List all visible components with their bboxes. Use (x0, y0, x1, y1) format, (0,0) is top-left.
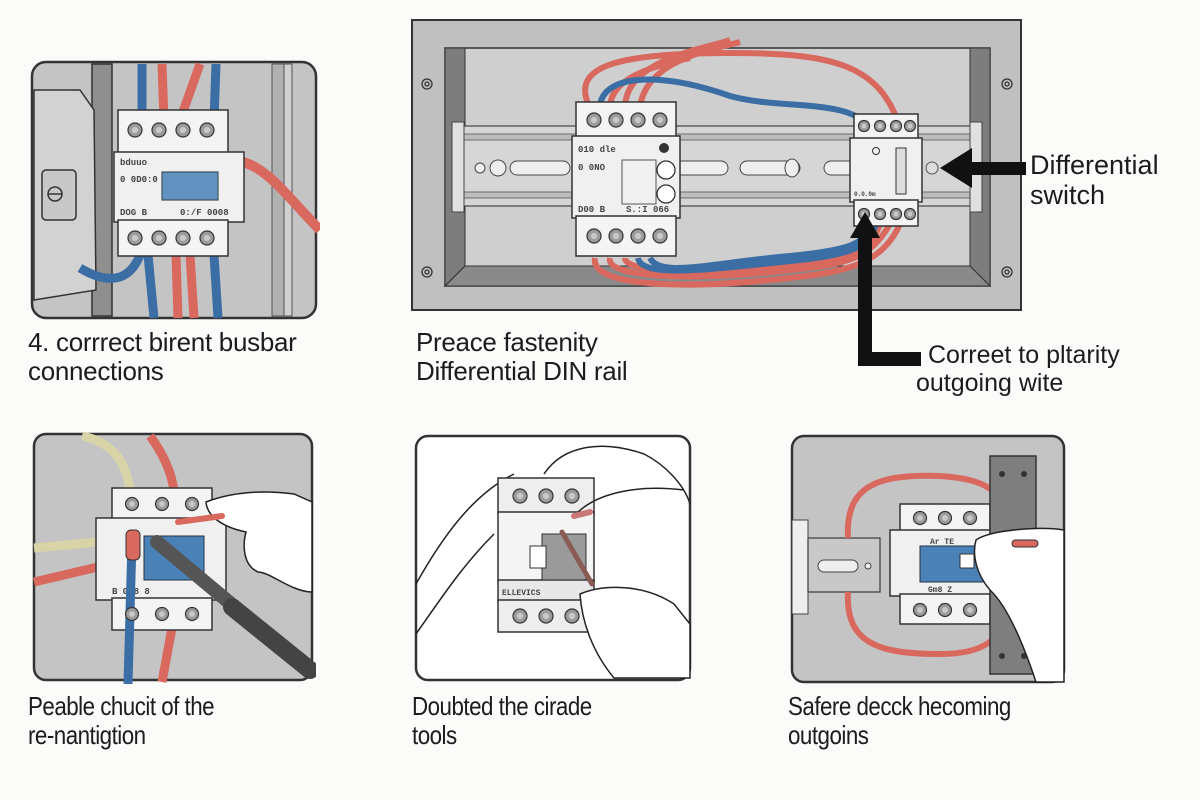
device-label: S.:I 066 (626, 205, 669, 215)
wire-red (185, 254, 199, 319)
wire-cream (80, 432, 135, 493)
callout-line: Correet to pltarity (928, 341, 1120, 369)
panel-re-nantigtion: B Gu8 8 (32, 432, 316, 684)
device-label: 0 0NO (578, 163, 606, 173)
caption-line: outgoins (788, 720, 869, 750)
din-rail-illustration: 010 dle 0 0NO D00 B S.:I 066 0.0.0m (411, 19, 1022, 311)
corner-screw-icon (1004, 269, 1010, 275)
wire-red (32, 562, 100, 587)
callout-differential-switch: Differential switch (1030, 150, 1159, 210)
caption-busbar: 4. corrrect birent busbar connections (28, 328, 297, 386)
device-label: bduuo (120, 158, 147, 168)
panel-safe-check: Ar TE Gm8 Z (790, 434, 1066, 684)
device-label: 0.0.0m (854, 191, 876, 198)
device-label: 0:/F 0008 (180, 208, 229, 218)
corner-screw-icon (421, 78, 433, 90)
device-label: 0 0D0:0 (120, 175, 158, 185)
caption-line: Peable chucit of the (28, 691, 215, 721)
caption-line: Preace fastenity (416, 327, 598, 357)
test-probe-clip (125, 529, 141, 561)
corner-screw-icon (424, 81, 430, 87)
probe (1011, 539, 1039, 548)
rail-screw (925, 161, 939, 175)
caption-line: Doubted the cirade (412, 691, 592, 721)
corner-screw-icon (1001, 78, 1013, 90)
caption-line: Differential DIN rail (416, 356, 628, 386)
arrow-outgoing-wire (850, 212, 921, 366)
wire-red (157, 627, 177, 683)
wire-blue (77, 253, 145, 283)
wire-red (146, 433, 179, 493)
caption-safe-check: Safere decck hecoming outgoins (788, 692, 1011, 750)
caption-line: 4. corrrect birent busbar (28, 327, 297, 357)
device-label: Ar TE (930, 538, 954, 547)
panel-tools: ELLEVICS (414, 434, 692, 684)
housing-latch (41, 169, 77, 221)
hand (579, 586, 691, 679)
arrow-differential-switch (940, 148, 1026, 188)
hand (205, 491, 313, 593)
device-label: Gm8 Z (928, 586, 952, 595)
rail-end (791, 519, 809, 615)
corner-screw-icon (1001, 266, 1013, 278)
probe (571, 509, 593, 519)
caption-tools: Doubted the cirade tools (412, 692, 592, 750)
callout-line: switch (1030, 180, 1106, 210)
hand-outline (543, 445, 691, 505)
device-label: DOG B (120, 208, 148, 218)
device-label: 010 dle (578, 145, 616, 155)
caption-re-nantigtion: Peable chucit of the re-nantigtion (28, 691, 215, 750)
probe (175, 513, 225, 525)
caption-line: re-nantigtion (28, 720, 146, 750)
busbar-illustration: bduuo 0 0D0:0 DOG B 0:/F 0008 (30, 60, 320, 320)
device-label: D00 B (578, 205, 606, 215)
panel-busbar-connections: bduuo 0 0D0:0 DOG B 0:/F 0008 (30, 60, 320, 322)
corner-screw-icon (421, 266, 433, 278)
wire-blue (209, 254, 223, 319)
tester-illustration: B Gu8 8 (32, 432, 316, 684)
corner-screw-icon (1004, 81, 1010, 87)
callout-line: outgoing wite (916, 369, 1064, 397)
safe-check-illustration: Ar TE Gm8 Z (790, 434, 1066, 684)
wire-cream (33, 537, 99, 553)
corner-screw-icon (424, 269, 430, 275)
device-label: ELLEVICS (502, 589, 541, 598)
tools-illustration: ELLEVICS (414, 434, 692, 682)
caption-line: connections (28, 356, 164, 386)
wire-blue (143, 254, 159, 319)
callout-outgoing-wire: Correet to pltarity outgoing wite (916, 341, 1120, 397)
callout-line: Differential (1030, 150, 1159, 180)
caption-line: tools (412, 720, 457, 750)
din-rail-section (807, 537, 881, 593)
wire-red (171, 254, 183, 319)
caption-line: Safere decck hecoming (788, 691, 1011, 721)
hand (973, 527, 1065, 683)
caption-din-rail: Preace fastenity Differential DIN rail (416, 327, 628, 386)
panel-din-rail: 010 dle 0 0NO D00 B S.:I 066 0.0.0m (410, 18, 1025, 314)
screwdriver (559, 529, 595, 587)
